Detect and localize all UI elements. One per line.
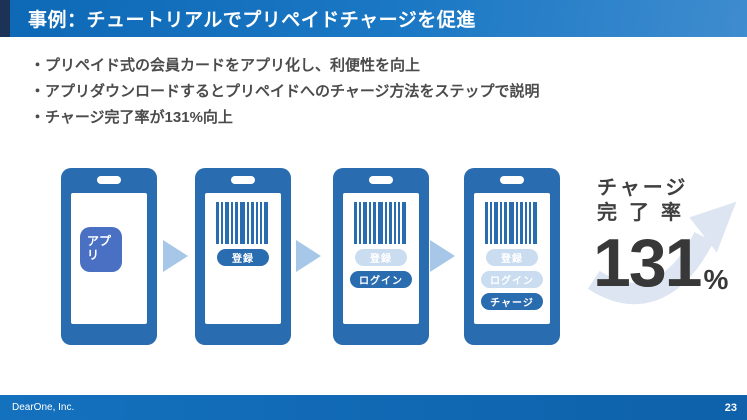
bullet-item: ・アプリダウンロードするとプリペイドへのチャージ方法をステップで説明 xyxy=(30,83,540,100)
app-icon-label: アプ xyxy=(87,234,112,248)
page-number: 23 xyxy=(724,401,737,414)
result-label-line1: チャージ xyxy=(597,177,689,199)
login-button: ログイン xyxy=(350,271,412,288)
phone-screen: 登録 ログイン チャージ xyxy=(474,193,550,324)
result-number: 131 % xyxy=(585,225,747,301)
speaker-notch-icon xyxy=(97,176,121,184)
register-button-faded: 登録 xyxy=(355,249,407,266)
result-label-line2: 完了率 xyxy=(597,202,693,224)
phone-step-4: 登録 ログイン チャージ xyxy=(464,168,560,345)
phone-screen: 登録 xyxy=(205,193,281,324)
app-icon: アプ リ xyxy=(80,227,122,272)
bullet-list: ・プリペイド式の会員カードをアプリ化し、利便性を向上 ・アプリダウンロードすると… xyxy=(30,53,540,131)
growth-arrow-icon xyxy=(587,201,737,305)
result-value: 131 xyxy=(593,225,702,301)
phone-step-1: アプ リ xyxy=(61,168,157,345)
phone-screen: 登録 ログイン xyxy=(343,193,419,324)
slide-footer-bar: DearOne, Inc. 23 xyxy=(0,395,747,420)
register-button-faded: 登録 xyxy=(486,249,538,266)
bullet-item: ・プリペイド式の会員カードをアプリ化し、利便性を向上 xyxy=(30,57,421,74)
speaker-notch-icon xyxy=(231,176,255,184)
app-icon-label: リ xyxy=(87,248,100,262)
charge-button: チャージ xyxy=(481,293,543,310)
speaker-notch-icon xyxy=(500,176,524,184)
barcode-icon xyxy=(216,202,268,244)
slide-header-bar: 事例：チュートリアルでプリペイドチャージを促進 xyxy=(0,0,747,37)
phone-step-3: 登録 ログイン xyxy=(333,168,429,345)
register-button: 登録 xyxy=(217,249,269,266)
barcode-icon xyxy=(485,202,537,244)
phone-screen: アプ リ xyxy=(71,193,147,324)
bullet-item: ・チャージ完了率が131%向上 xyxy=(30,109,233,126)
company-name: DearOne, Inc. xyxy=(12,402,75,413)
header-accent-block xyxy=(0,0,10,37)
arrow-right-icon xyxy=(163,240,188,272)
speaker-notch-icon xyxy=(369,176,393,184)
result-label: チャージ 完了率 xyxy=(585,168,747,226)
slide-title: 事例：チュートリアルでプリペイドチャージを促進 xyxy=(28,10,476,31)
phone-step-2: 登録 xyxy=(195,168,291,345)
result-block: チャージ 完了率 131 % xyxy=(585,168,747,333)
login-button-faded: ログイン xyxy=(481,271,543,288)
arrow-right-icon xyxy=(296,240,321,272)
barcode-icon xyxy=(354,202,406,244)
arrow-right-icon xyxy=(430,240,455,272)
result-unit: % xyxy=(703,263,729,295)
